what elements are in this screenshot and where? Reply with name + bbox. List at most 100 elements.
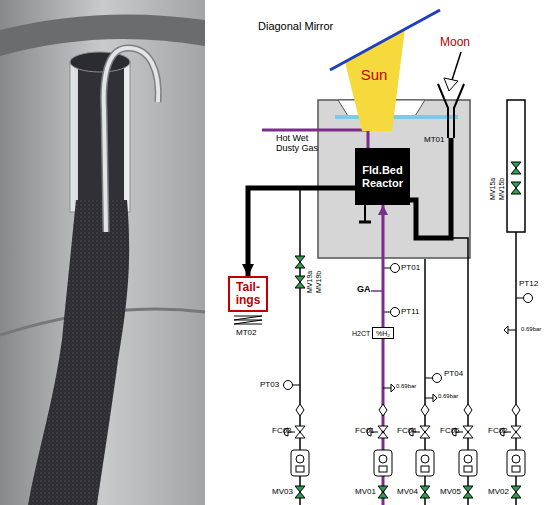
flow-train xyxy=(463,486,473,498)
annotation-label: Diagonal Mirror xyxy=(258,20,333,32)
flow-train xyxy=(512,404,520,416)
pipe-connector xyxy=(248,188,355,276)
flow-train xyxy=(379,455,387,463)
flow-train xyxy=(420,426,430,438)
gas-columns xyxy=(300,100,525,505)
flow-train xyxy=(421,404,429,416)
annotation-label: FC02 xyxy=(488,427,508,436)
flow-train xyxy=(296,466,304,472)
relief-valves xyxy=(425,398,433,399)
regolith-feed-pipe xyxy=(410,84,464,238)
annotation-label: FC04 xyxy=(397,427,417,436)
sunlight-cone-outline xyxy=(345,29,405,131)
node-text: Fld.Bed Reactor xyxy=(357,164,408,188)
green-valves xyxy=(295,276,305,288)
annotation-label: MV03 xyxy=(272,488,293,497)
flow-train xyxy=(464,455,472,463)
annotation-label: MV15a xyxy=(489,178,497,200)
annotation-label: MV05 xyxy=(440,488,461,497)
relief-valves xyxy=(433,394,437,402)
green-valves xyxy=(511,162,521,174)
flow-train xyxy=(452,404,477,498)
green-valves xyxy=(511,182,521,194)
node-text: %H₂ xyxy=(376,330,390,337)
pressure-gauges xyxy=(391,308,400,317)
pressure-gauges xyxy=(284,381,293,390)
flow-train xyxy=(378,486,388,498)
gas-columns xyxy=(507,100,525,232)
flow-train xyxy=(378,426,388,438)
flow-train xyxy=(409,404,434,498)
flow-train xyxy=(512,455,520,463)
flow-train xyxy=(295,486,305,498)
annotation-label: MV19a xyxy=(306,271,314,293)
gas-columns xyxy=(371,290,383,292)
flow-train xyxy=(511,486,521,498)
flow-train xyxy=(379,466,387,472)
annotation-label: PT12 xyxy=(519,280,538,289)
flow-train xyxy=(295,426,305,438)
regolith-feed-pipe xyxy=(438,84,464,138)
flow-train xyxy=(464,466,472,472)
pipe-connector xyxy=(382,205,385,327)
annotation-label: PT01 xyxy=(401,264,420,273)
sand-photo xyxy=(28,200,129,505)
gas-columns xyxy=(382,339,385,505)
moon-arrow xyxy=(444,52,461,91)
green-valves xyxy=(295,256,305,268)
tailings-box: Tail- ings xyxy=(228,276,268,312)
relief-valves xyxy=(508,330,516,331)
pressure-gauges xyxy=(284,264,533,390)
moon-arrow xyxy=(444,78,458,91)
sand-photo xyxy=(70,62,130,212)
annotation-label: H2CT xyxy=(352,330,370,338)
sand-photo xyxy=(70,52,130,72)
flow-train xyxy=(379,404,387,416)
flow-train xyxy=(374,450,392,476)
annotation-label: Moon xyxy=(440,36,470,49)
flow-train xyxy=(284,404,309,498)
regolith-feed-pipe xyxy=(410,138,451,238)
flow-train xyxy=(459,450,477,476)
annotation-label: GA xyxy=(357,285,371,295)
flow-train xyxy=(500,404,525,498)
annotation-label: 0.69bar xyxy=(438,393,458,400)
reactor-housing xyxy=(359,221,371,224)
relief-valves xyxy=(504,326,508,334)
flow-train xyxy=(420,486,430,498)
annotation-label: MT02 xyxy=(236,329,256,338)
sand-photo xyxy=(0,0,205,505)
annotation-label: PT11 xyxy=(401,308,420,317)
annotation-label: 0.69bar xyxy=(521,326,541,333)
node-text: Tail- ings xyxy=(230,281,266,306)
sunlight-cone: Sun xyxy=(338,25,410,131)
sand-photo xyxy=(28,200,129,505)
annotation-label: MV04 xyxy=(397,488,418,497)
sand-photo xyxy=(0,0,205,505)
flow-train xyxy=(367,404,392,498)
flow-train xyxy=(511,426,521,438)
annotation-label: FC01 xyxy=(355,427,375,436)
annotation-label: PT03 xyxy=(260,381,279,390)
sensor-box: %H₂ xyxy=(372,327,394,339)
tailings-scale xyxy=(234,316,262,324)
reactor-housing xyxy=(335,115,458,119)
flow-train xyxy=(507,450,525,476)
annotation-label: Hot Wet Dusty Gas xyxy=(276,134,326,154)
reactor-box: Fld.Bed Reactor xyxy=(355,148,410,205)
annotation-label: MV19b xyxy=(315,271,323,293)
tailings-scale xyxy=(234,316,262,324)
pressure-gauges xyxy=(433,374,442,383)
annotation-label: MV01 xyxy=(355,488,376,497)
annotation-label: MV02 xyxy=(488,488,509,497)
annotation-label: FC03 xyxy=(272,427,292,436)
flow-train xyxy=(296,404,304,416)
relief-valves xyxy=(383,388,391,389)
pressure-gauges xyxy=(391,264,400,273)
moon-arrow xyxy=(452,52,461,80)
sand-photo xyxy=(104,48,159,232)
flow-train xyxy=(416,450,434,476)
relief-valves xyxy=(383,326,516,402)
flow-train xyxy=(512,466,520,472)
